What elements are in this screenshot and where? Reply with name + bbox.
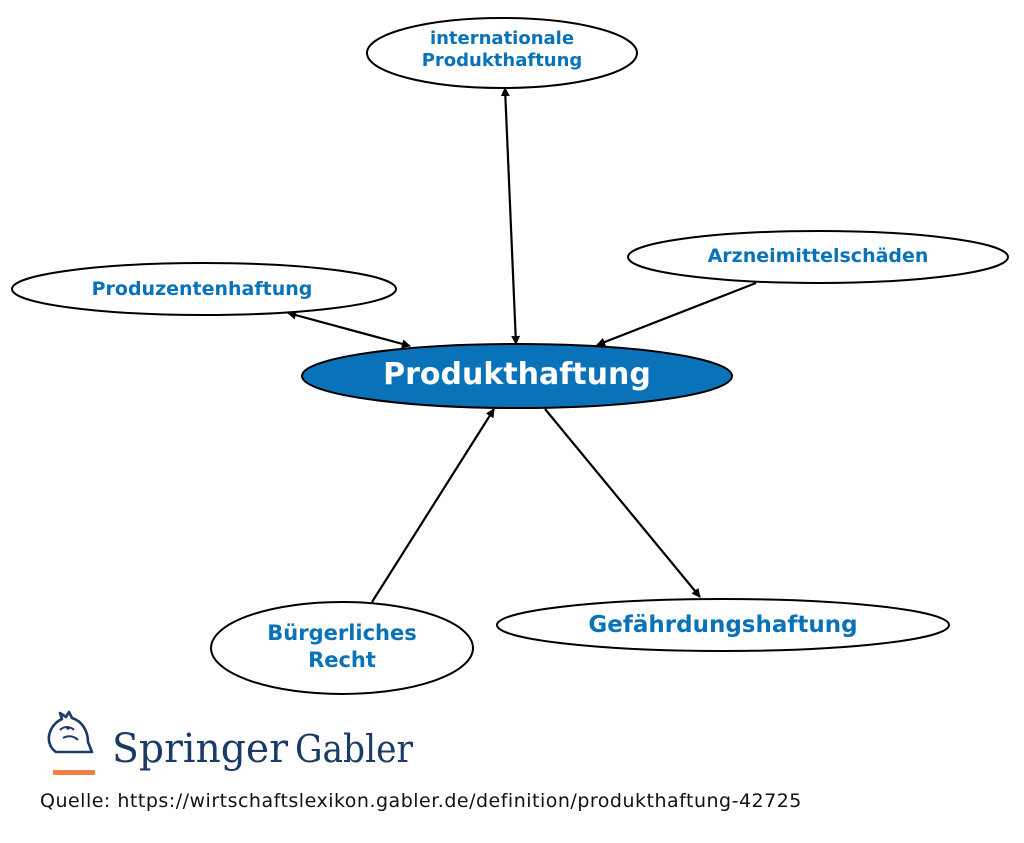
- source-citation: Quelle: https://wirtschaftslexikon.gable…: [40, 790, 802, 812]
- edge-produzenten-center: [287, 310, 411, 349]
- node-arzneimittel: Arzneimittelschäden: [627, 230, 1009, 284]
- node-arzneimittel-label: Arzneimittelschäden: [708, 245, 929, 267]
- edge-international-center: [500, 87, 521, 345]
- node-gefaehrdung-label: Gefährdungshaftung: [588, 612, 857, 638]
- source-url[interactable]: https://wirtschaftslexikon.gabler.de/def…: [117, 790, 802, 812]
- source-label: Quelle:: [40, 790, 111, 812]
- node-buergerliches: Bürgerliches Recht: [210, 601, 474, 695]
- node-produzenten-label: Produzentenhaftung: [92, 278, 313, 300]
- logo-brand-springer: Springer: [112, 726, 289, 772]
- node-international-label-2: Produkthaftung: [422, 50, 583, 71]
- edge-arzneimittel-center: [596, 281, 757, 347]
- node-buergerliches-label-2: Recht: [308, 648, 376, 672]
- edge-buergerliches-center: [371, 408, 495, 603]
- edge-center-gefaehrdung: [544, 408, 701, 598]
- node-produzenten: Produzentenhaftung: [11, 262, 397, 316]
- node-buergerliches-label-1: Bürgerliches: [267, 621, 416, 645]
- node-international-label-1: internationale: [430, 28, 574, 49]
- node-center-label: Produkthaftung: [383, 357, 651, 392]
- node-center: Produkthaftung: [301, 343, 733, 409]
- springer-gabler-logo: Springer Gabler: [47, 710, 414, 775]
- logo-brand-gabler: Gabler: [295, 727, 414, 771]
- knight-chess-icon: [47, 710, 95, 775]
- node-international: internationale Produkthaftung: [366, 17, 638, 89]
- node-gefaehrdung: Gefährdungshaftung: [496, 598, 950, 652]
